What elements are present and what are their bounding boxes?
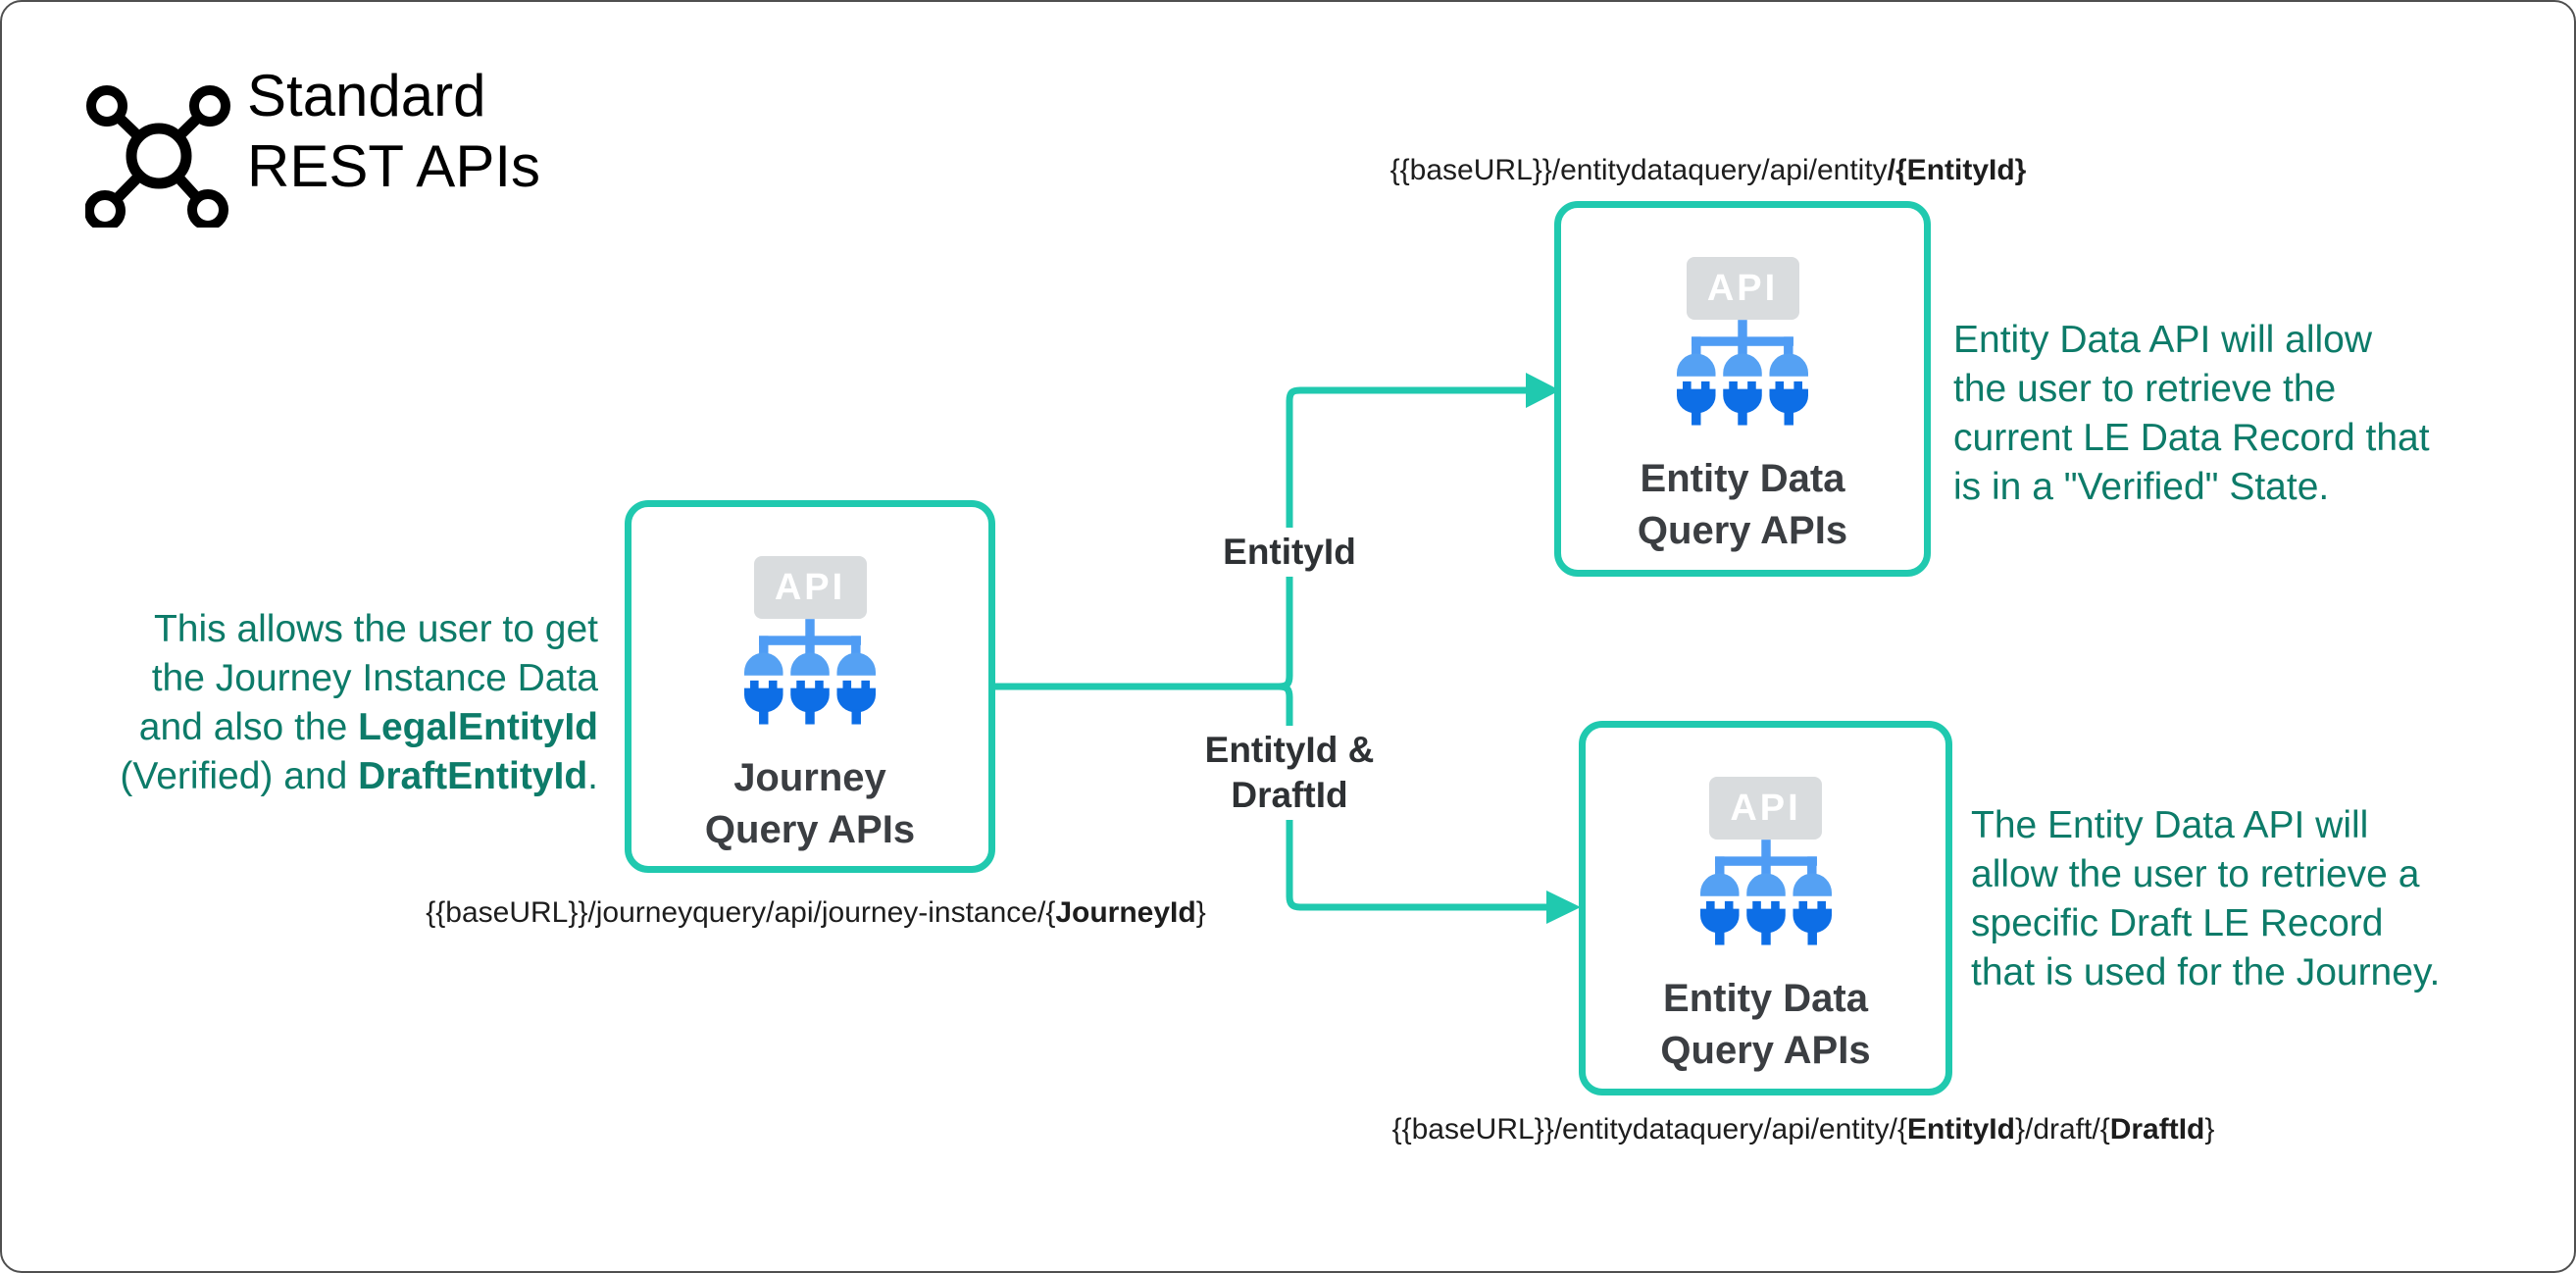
api-badge: API	[1709, 777, 1822, 840]
entity-top-box-label: Entity Data Query APIs	[1638, 453, 1847, 557]
annotation-text: and also the	[138, 706, 359, 748]
journey-box-label: Journey Query APIs	[705, 752, 915, 856]
api-plugs-icon	[738, 619, 882, 729]
api-badge-text: API	[774, 566, 846, 608]
annotation-text: (Verified) and	[120, 755, 359, 797]
annotation-line: Entity Data API will allow	[1953, 319, 2373, 361]
annotation-line: is in a "Verified" State.	[1953, 466, 2330, 508]
network-icon	[85, 85, 230, 228]
box-label-line: Entity Data	[1640, 457, 1845, 500]
annotation-left: This allows the user to get the Journey …	[2, 605, 598, 801]
journey-url: {{baseURL}}/journeyquery/api/journey-ins…	[326, 896, 1306, 930]
url-text: }	[1195, 896, 1206, 929]
annotation-line: allow the user to retrieve a	[1971, 853, 2420, 895]
annotation-line: specific Draft LE Record	[1971, 902, 2384, 944]
api-badge-text: API	[1730, 787, 1801, 829]
url-text: }/draft/{	[2014, 1113, 2110, 1146]
box-label-line: Query APIs	[704, 808, 916, 851]
url-bold-text: EntityId	[1906, 1113, 2015, 1146]
entity-data-query-box-top: API Entity Data Query APIs	[1554, 201, 1931, 577]
connector-label-text: DraftId	[1231, 775, 1348, 815]
annotation-bold-text: DraftEntityId	[358, 755, 588, 797]
entity-bottom-box-label: Entity Data Query APIs	[1660, 973, 1870, 1077]
url-text: {{baseURL}}/entitydataquery/api/entity/{	[1391, 1113, 1907, 1146]
annotation-top-right: Entity Data API will allow the user to r…	[1953, 316, 2561, 512]
connector-label-entityid: EntityId	[1191, 528, 1388, 577]
page-title-line2: REST APIs	[247, 133, 541, 199]
box-label-line: Query APIs	[1637, 509, 1848, 552]
arrowhead-top-icon	[1526, 373, 1560, 408]
annotation-text: .	[587, 755, 598, 797]
annotation-bold-text: LegalEntityId	[358, 706, 598, 748]
annotation-line: the user to retrieve the	[1953, 368, 2337, 410]
url-text: {{baseURL}}/journeyquery/api/journey-ins…	[426, 896, 1056, 929]
url-bold-text: /{EntityId}	[1887, 154, 2027, 186]
box-label-line: Entity Data	[1663, 977, 1868, 1020]
page-title-line1: Standard	[247, 63, 486, 128]
api-badge: API	[1686, 257, 1799, 320]
annotation-line: and also the LegalEntityId	[2, 703, 598, 752]
url-bold-text: JourneyId	[1055, 896, 1196, 929]
url-text: {{baseURL}}/entitydataquery/api/entity	[1389, 154, 1888, 186]
annotation-line: The Entity Data API will	[1971, 804, 2369, 846]
annotation-line: This allows the user to get	[153, 608, 598, 650]
api-badge: API	[753, 556, 867, 619]
api-plugs-icon	[1694, 840, 1838, 949]
annotation-line: the Journey Instance Data	[151, 657, 598, 699]
api-plugs-icon	[1671, 320, 1814, 430]
box-label-line: Journey	[733, 756, 886, 799]
box-label-line: Query APIs	[1660, 1029, 1871, 1072]
arrowhead-bottom-icon	[1546, 891, 1581, 924]
annotation-bottom-right: The Entity Data API will allow the user …	[1971, 801, 2574, 997]
connector-label-text: EntityId &	[1204, 730, 1375, 770]
annotation-line: (Verified) and DraftEntityId.	[2, 752, 598, 801]
url-bold-text: DraftId	[2109, 1113, 2205, 1146]
annotation-line: current LE Data Record that	[1953, 417, 2430, 459]
api-badge-text: API	[1706, 267, 1779, 309]
connector-down	[1278, 683, 1549, 911]
entity-bottom-url: {{baseURL}}/entitydataquery/api/entity/{…	[1313, 1113, 2294, 1146]
url-text: }	[2204, 1113, 2215, 1146]
entity-top-url: {{baseURL}}/entitydataquery/api/entity/{…	[1218, 154, 2198, 187]
journey-query-box: API Journey Query APIs	[625, 500, 995, 873]
connector-label-entityid-draftid: EntityId & DraftId	[1182, 726, 1397, 820]
page-title: Standard REST APIs	[247, 61, 540, 202]
connector-label-text: EntityId	[1223, 532, 1356, 572]
entity-data-query-box-bottom: API Entity Data Query APIs	[1579, 721, 1952, 1095]
annotation-line: that is used for the Journey.	[1971, 951, 2441, 993]
